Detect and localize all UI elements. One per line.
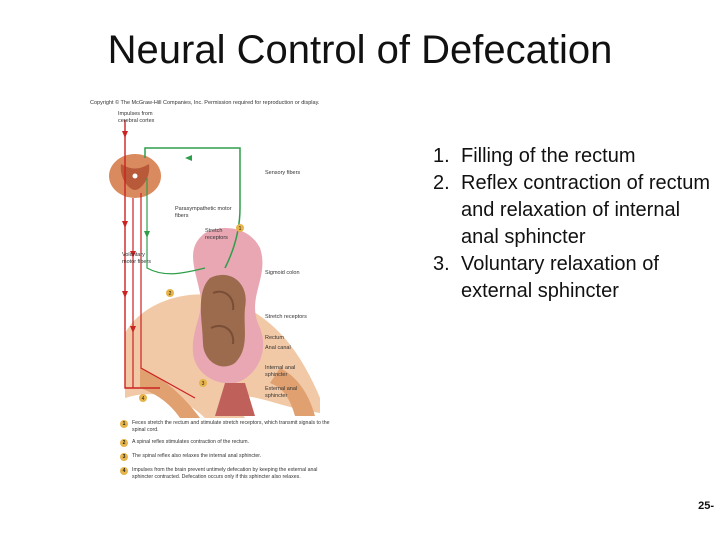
legend-number-badge: 3: [120, 453, 128, 461]
legend-text: A spinal reflex stimulates contraction o…: [132, 439, 250, 445]
legend-number-badge: 4: [120, 467, 128, 475]
marker-4: 4: [139, 394, 147, 402]
arrow-icon: [130, 326, 136, 333]
page-number: 25-: [698, 500, 714, 512]
arrow-icon: [122, 221, 128, 228]
legend-number-badge: 2: [120, 439, 128, 447]
figure-legend: 1 Feces stretch the rectum and stimulate…: [120, 420, 330, 486]
marker-number: 1: [239, 226, 242, 232]
step-number: 1.: [433, 145, 450, 167]
marker-number: 4: [142, 396, 145, 402]
step-item: 1. Filling of the rectum: [433, 143, 713, 170]
legend-item: 2 A spinal reflex stimulates contraction…: [120, 439, 330, 447]
step-item: 3. Voluntary relaxation of external sphi…: [433, 251, 713, 305]
legend-item: 1 Feces stretch the rectum and stimulate…: [120, 420, 330, 433]
label-stretch-receptors: Stretch receptors: [265, 314, 307, 320]
marker-1: 1: [236, 224, 244, 232]
parasympathetic-fiber: [146, 178, 206, 275]
voluntary-fiber-1: [124, 120, 160, 389]
marker-2: 2: [166, 289, 174, 297]
legend-text: Impulses from the brain prevent untimely…: [132, 467, 318, 480]
label-impulses: Impulses from cerebral cortex: [118, 111, 155, 124]
marker-3: 3: [199, 379, 207, 387]
motor-fiber: [140, 193, 196, 399]
legend-number-badge: 1: [120, 420, 128, 428]
arrow-icon: [122, 291, 128, 298]
step-text: Filling of the rectum: [461, 145, 636, 167]
copyright-notice: Copyright © The McGraw-Hill Companies, I…: [90, 100, 320, 106]
label-anal-canal: Anal canal: [265, 345, 291, 351]
label-stretch-receptors-top: Stretch receptors: [205, 228, 228, 241]
label-parasympathetic: Parasympathetic motor fibers: [175, 206, 232, 219]
feces: [200, 274, 246, 367]
defecation-reflex-diagram: 1 2 3 4: [109, 120, 320, 418]
arrow-icon: [130, 251, 136, 258]
arrow-icon: [122, 131, 128, 138]
step-number: 3.: [433, 253, 450, 275]
page-title: Neural Control of Defecation: [107, 28, 613, 72]
label-sensory-fibers: Sensory fibers: [265, 170, 301, 176]
arrow-icon: [144, 231, 150, 238]
step-text: Reflex contraction of rectum and relaxat…: [461, 172, 710, 248]
label-external-sphincter: External anal sphincter: [265, 386, 298, 399]
step-item: 2. Reflex contraction of rectum and rela…: [433, 170, 713, 251]
legend-item: 4 Impulses from the brain prevent untime…: [120, 467, 330, 480]
label-sigmoid-colon: Sigmoid colon: [265, 270, 300, 276]
label-internal-sphincter: Internal anal sphincter: [265, 365, 296, 378]
legend-item: 3 The spinal reflex also relaxes the int…: [120, 453, 330, 461]
legend-text: The spinal reflex also relaxes the inter…: [132, 453, 262, 459]
marker-number: 2: [169, 291, 172, 297]
spinal-cord-section: [109, 154, 161, 198]
steps-list: 1. Filling of the rectum 2. Reflex contr…: [433, 143, 713, 305]
arrow-icon: [185, 155, 192, 161]
legend-text: Feces stretch the rectum and stimulate s…: [132, 420, 330, 433]
label-voluntary-motor: Voluntary motor fibers: [122, 252, 152, 265]
marker-number: 3: [202, 381, 205, 387]
sphincter-muscle: [215, 383, 255, 416]
label-rectum: Rectum: [265, 335, 284, 341]
step-text: Voluntary relaxation of external sphinct…: [461, 253, 659, 302]
step-number: 2.: [433, 172, 450, 194]
